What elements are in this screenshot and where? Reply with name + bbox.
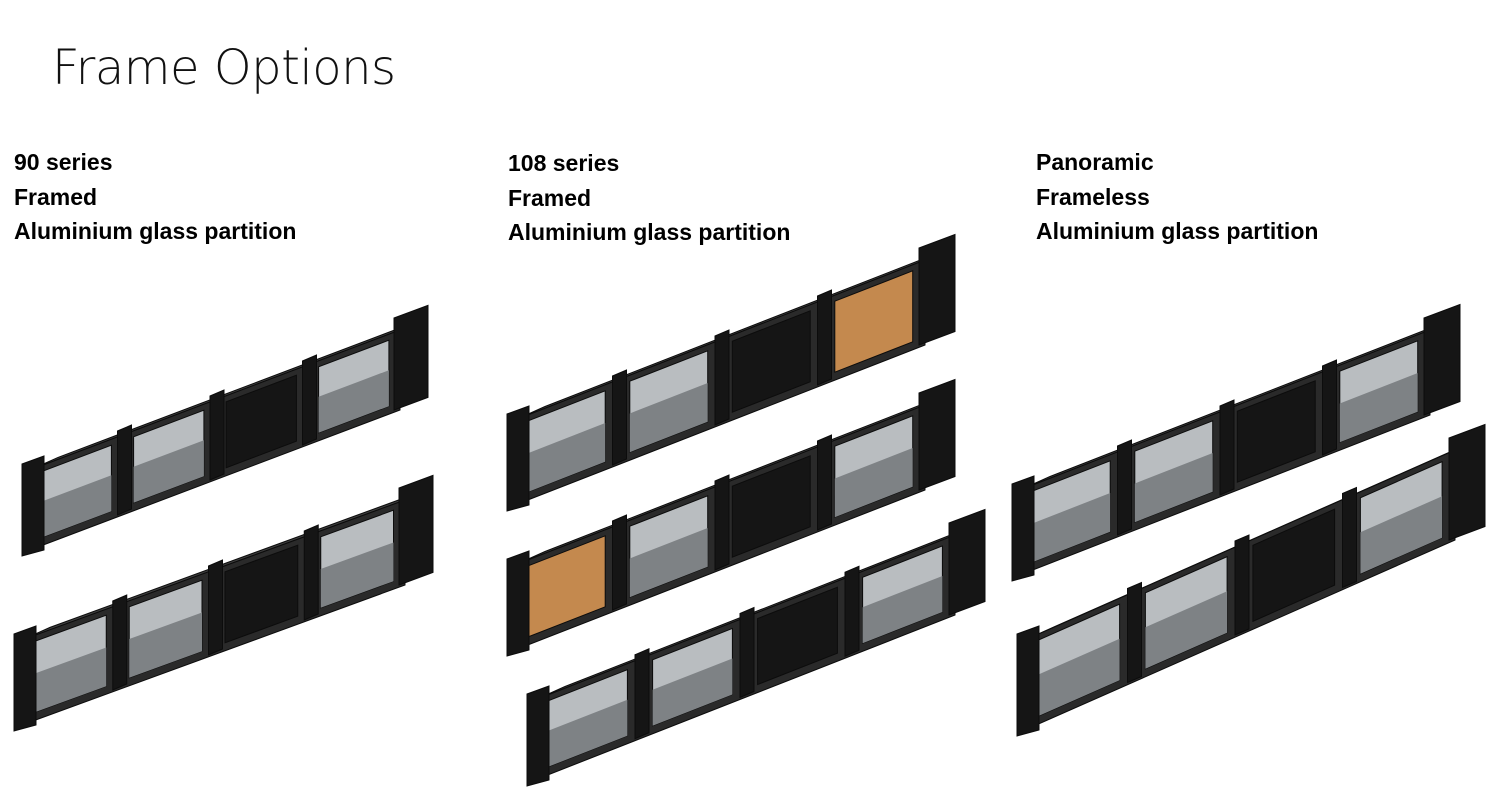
- glass-shadow: [133, 440, 204, 503]
- caption-108-series: 108 series Framed Aluminium glass partit…: [508, 146, 790, 250]
- mullion-post: [1127, 581, 1142, 684]
- mullion-post: [714, 474, 730, 571]
- glass-shadow: [318, 370, 389, 433]
- mullion-post: [302, 354, 317, 446]
- end-cap: [506, 405, 530, 512]
- mullion-post: [117, 424, 132, 516]
- series-name: 108 series: [508, 150, 620, 176]
- solid-panel: [1236, 380, 1316, 483]
- solid-panel: [224, 544, 299, 644]
- mullion-post: [817, 289, 832, 386]
- glass-shadow: [652, 658, 733, 726]
- glass-shadow: [862, 575, 943, 644]
- frame-type: Framed: [14, 183, 98, 210]
- glass-shadow: [1037, 638, 1120, 717]
- insulation-panel: [834, 270, 914, 373]
- mullion-post: [1234, 534, 1250, 636]
- glass-shadow: [629, 383, 708, 453]
- end-cap: [13, 625, 37, 732]
- frame-type: Frameless: [1036, 183, 1150, 210]
- end-cap: [393, 304, 429, 411]
- glass-shadow: [1032, 493, 1111, 563]
- mullion-post: [612, 369, 627, 466]
- mullion-post: [112, 594, 128, 691]
- glass-shadow: [33, 647, 107, 713]
- mullion-post: [303, 524, 319, 621]
- caption-panoramic: Panoramic Frameless Aluminium glass part…: [1036, 145, 1318, 249]
- mullion-post: [1219, 399, 1235, 496]
- mullion-post: [1322, 359, 1337, 456]
- glass-shadow: [834, 448, 913, 518]
- mullion-post: [612, 514, 627, 611]
- glass-shadow: [129, 612, 203, 678]
- glass-shadow: [1134, 453, 1213, 523]
- caption-90-series: 90 series Framed Aluminium glass partiti…: [14, 145, 296, 249]
- end-cap: [21, 455, 45, 557]
- end-cap: [526, 685, 550, 787]
- glass-shadow: [1145, 591, 1228, 669]
- mullion-post: [739, 606, 755, 699]
- glass-shadow: [320, 542, 394, 608]
- glass-shadow: [1339, 373, 1418, 443]
- mullion-post: [1342, 486, 1357, 589]
- end-cap: [918, 378, 956, 491]
- insulation-panel: [526, 535, 606, 638]
- end-cap: [948, 508, 986, 616]
- end-cap: [398, 474, 434, 586]
- end-cap: [1423, 303, 1461, 416]
- solid-panel: [731, 310, 811, 413]
- series-name: Panoramic: [1036, 149, 1154, 175]
- mullion-post: [634, 647, 650, 740]
- solid-panel: [1252, 508, 1336, 623]
- series-name: 90 series: [14, 149, 113, 175]
- page-title: Frame Options: [52, 40, 396, 96]
- glass-shadow: [1360, 496, 1443, 574]
- mullion-post: [844, 565, 860, 658]
- end-cap: [506, 550, 530, 657]
- mullion-post: [209, 389, 225, 481]
- product-type: Aluminium glass partition: [14, 218, 297, 244]
- frame-type: Framed: [508, 184, 592, 211]
- end-cap: [1448, 423, 1486, 541]
- product-type: Aluminium glass partition: [508, 219, 791, 245]
- end-cap: [1016, 625, 1040, 737]
- glass-shadow: [41, 475, 112, 538]
- solid-panel: [225, 374, 297, 469]
- end-cap: [918, 233, 956, 346]
- solid-panel: [757, 586, 838, 686]
- glass-shadow: [547, 699, 628, 768]
- glass-shadow: [629, 528, 708, 598]
- product-type: Aluminium glass partition: [1036, 218, 1319, 244]
- solid-panel: [731, 455, 811, 558]
- mullion-post: [817, 434, 832, 531]
- mullion-post: [208, 559, 223, 656]
- glass-shadow: [527, 423, 606, 493]
- mullion-post: [714, 329, 730, 426]
- mullion-post: [1117, 439, 1132, 536]
- end-cap: [1011, 475, 1035, 582]
